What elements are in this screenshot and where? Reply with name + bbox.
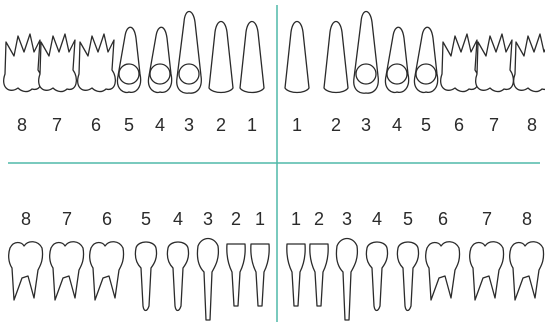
lower-right-number-7: 7: [482, 209, 492, 229]
lower-right-tooth-5: [397, 242, 418, 311]
upper-right-number-2: 2: [331, 115, 341, 135]
lower-right-tooth-7: [470, 242, 504, 300]
lower-right-tooth-3: [336, 239, 357, 321]
upper-left-tooth-1: [240, 22, 264, 93]
lower-left-number-3: 6: [102, 209, 112, 229]
upper-right-tooth-5: [414, 27, 437, 92]
upper-left-tooth-6: [78, 34, 116, 92]
upper-left-number-7: 2: [216, 115, 226, 135]
lower-left-tooth-5: [135, 242, 156, 311]
lower-right-tooth-6: [426, 242, 460, 300]
lower-right-tooth-8: [510, 242, 544, 300]
upper-left-number-3: 6: [91, 115, 101, 135]
lower-left-number-8: 1: [255, 209, 265, 229]
upper-right-number-7: 7: [489, 115, 499, 135]
lower-left-number-4: 5: [141, 209, 151, 229]
upper-right-number-1: 1: [292, 115, 302, 135]
upper-right-number-4: 4: [392, 115, 402, 135]
upper-left-tooth-8: [4, 34, 42, 92]
lower-left-number-1: 8: [21, 209, 31, 229]
upper-left-number-6: 3: [184, 115, 194, 135]
upper-right-tooth-1: [285, 22, 309, 93]
lower-left-tooth-6: [90, 242, 124, 300]
lower-left-number-7: 2: [231, 209, 241, 229]
lower-right-number-2: 2: [314, 209, 324, 229]
lower-right-number-6: 6: [438, 209, 448, 229]
lower-left-tooth-8: [9, 242, 43, 300]
lower-right-tooth-4: [366, 242, 387, 311]
lower-left-tooth-2: [227, 244, 245, 306]
upper-right-tooth-3: [354, 12, 379, 94]
upper-left-tooth-4: [148, 27, 171, 92]
lower-right-tooth-2: [310, 244, 328, 306]
upper-left-tooth-7: [39, 34, 77, 92]
lower-right-number-1: 1: [291, 209, 301, 229]
upper-left-tooth-2: [209, 22, 233, 93]
upper-right-tooth-2: [324, 22, 348, 93]
lower-left-tooth-4: [167, 242, 188, 311]
upper-teeth: [4, 12, 545, 94]
upper-left-number-2: 7: [52, 115, 62, 135]
upper-left-number-1: 8: [17, 115, 27, 135]
upper-right-number-6: 6: [454, 115, 464, 135]
lower-right-number-5: 5: [403, 209, 413, 229]
lower-right-tooth-1: [287, 244, 305, 306]
upper-right-number-5: 5: [421, 115, 431, 135]
upper-left-tooth-3: [177, 12, 202, 94]
upper-left-number-5: 4: [155, 115, 165, 135]
upper-right-number-3: 3: [361, 115, 371, 135]
lower-left-number-2: 7: [62, 209, 72, 229]
lower-left-number-6: 3: [203, 209, 213, 229]
upper-right-tooth-4: [385, 27, 408, 92]
lower-right-number-3: 3: [342, 209, 352, 229]
upper-right-tooth-7: [476, 34, 514, 92]
upper-right-number-8: 8: [527, 115, 537, 135]
upper-right-tooth-6: [441, 34, 479, 92]
lower-teeth: [9, 239, 544, 321]
lower-left-tooth-3: [197, 239, 218, 321]
lower-left-tooth-7: [50, 242, 84, 300]
lower-left-tooth-1: [251, 244, 269, 306]
lower-right-number-8: 8: [522, 209, 532, 229]
upper-left-number-8: 1: [247, 115, 257, 135]
upper-right-tooth-8: [514, 34, 545, 92]
lower-left-number-5: 4: [173, 209, 183, 229]
lower-right-number-4: 4: [372, 209, 382, 229]
upper-left-number-4: 5: [124, 115, 134, 135]
upper-left-tooth-5: [117, 27, 140, 92]
